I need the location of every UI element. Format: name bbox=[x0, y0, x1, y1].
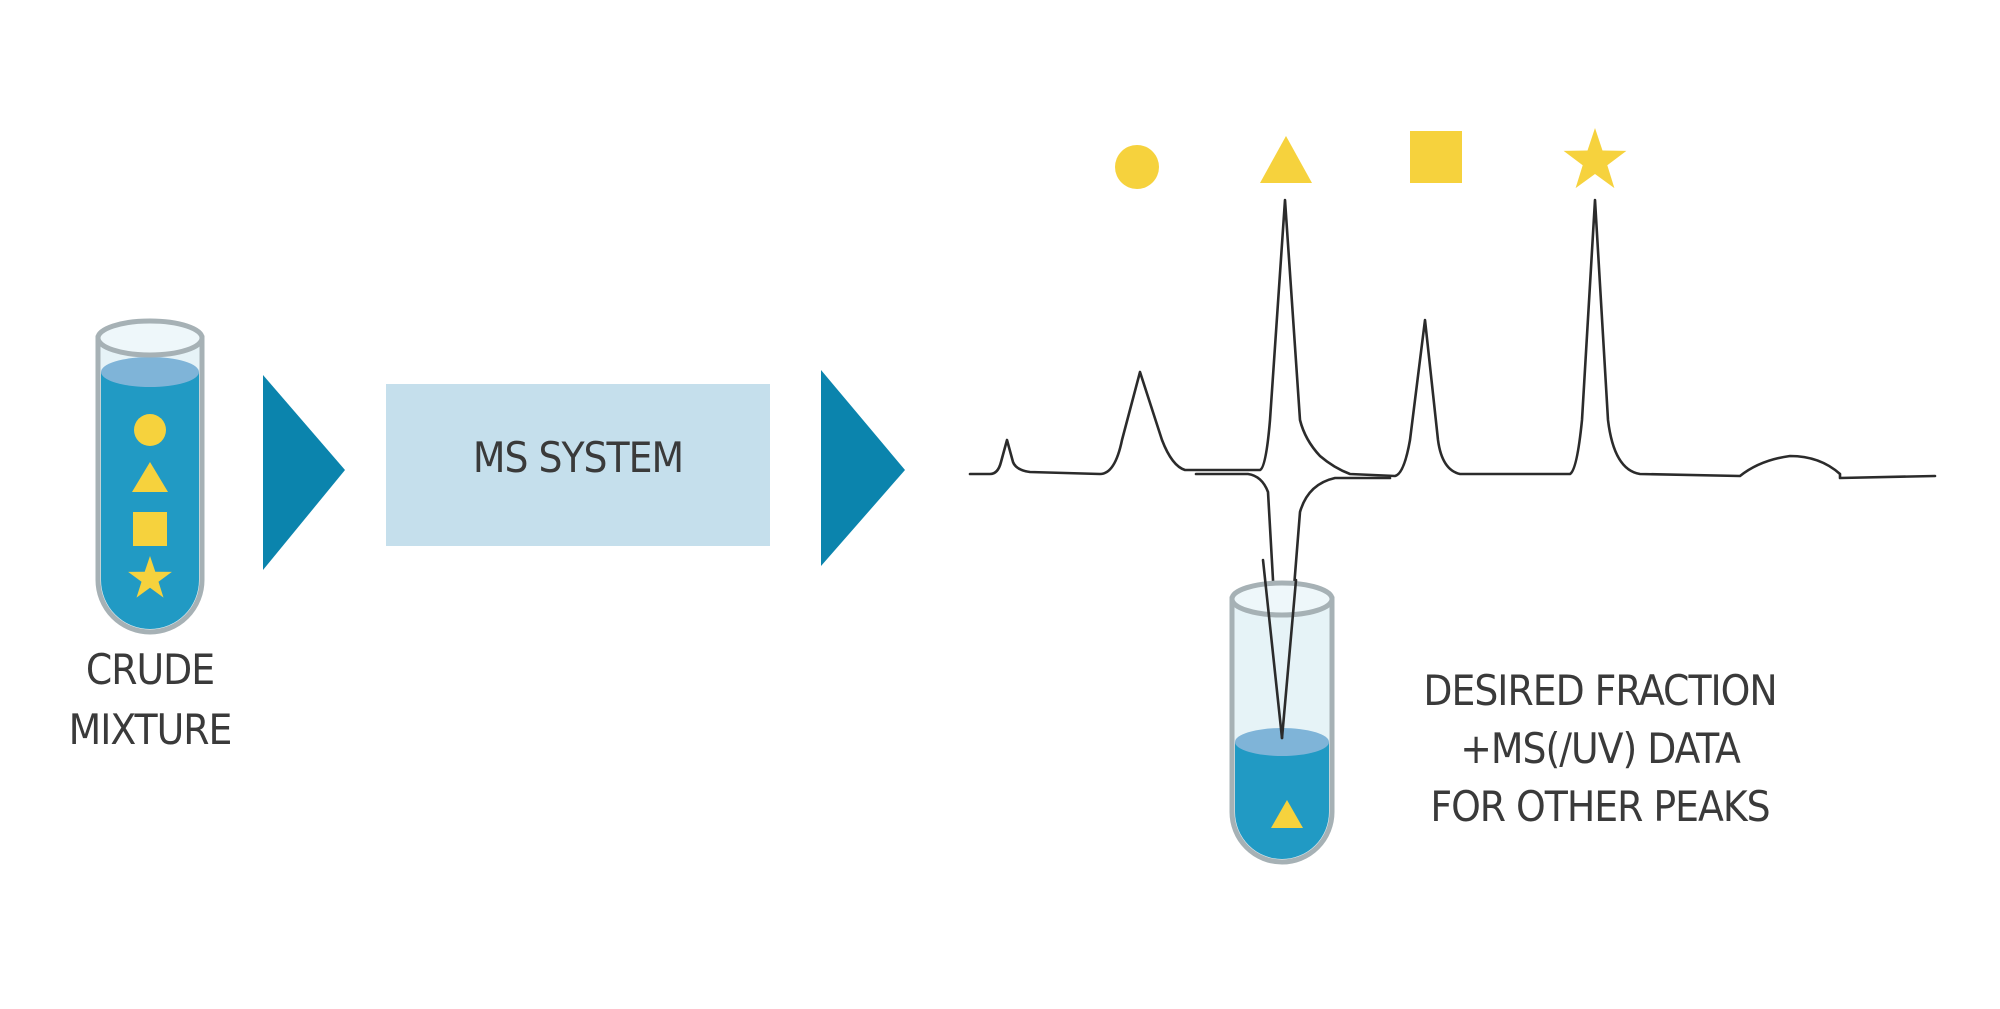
square-icon bbox=[1410, 131, 1462, 183]
star-icon bbox=[128, 556, 172, 598]
flow-arrow-2 bbox=[821, 370, 905, 566]
fraction-label-line-2: +MS(/UV) DATA bbox=[1460, 724, 1741, 773]
ms-system-label: MS SYSTEM bbox=[472, 433, 684, 482]
fraction-label-line-3: FOR OTHER PEAKS bbox=[1430, 782, 1770, 831]
desired-fraction-label: DESIRED FRACTION +MS(/UV) DATA FOR OTHER… bbox=[1380, 662, 1820, 836]
circle-icon bbox=[1115, 145, 1159, 189]
fraction-label-line-1: DESIRED FRACTION bbox=[1423, 666, 1777, 715]
fraction-collection-lines bbox=[1261, 558, 1298, 740]
ms-system-box bbox=[386, 384, 770, 546]
triangle-icon bbox=[1260, 136, 1312, 183]
crude-label-line-2: MIXTURE bbox=[68, 705, 233, 754]
peak-markers bbox=[1115, 128, 1627, 189]
chromatogram-trace bbox=[968, 198, 1937, 740]
circle-icon bbox=[134, 414, 166, 446]
crude-label-line-1: CRUDE bbox=[85, 645, 215, 694]
crude-mixture-tube bbox=[95, 318, 205, 635]
flow-arrow-1 bbox=[263, 375, 345, 570]
square-icon bbox=[133, 512, 167, 546]
star-icon bbox=[1563, 128, 1627, 189]
fraction-tube bbox=[1229, 580, 1335, 865]
triangle-icon bbox=[132, 462, 168, 492]
crude-mixture-label: CRUDE MIXTURE bbox=[40, 640, 260, 760]
triangle-icon bbox=[1271, 800, 1303, 828]
